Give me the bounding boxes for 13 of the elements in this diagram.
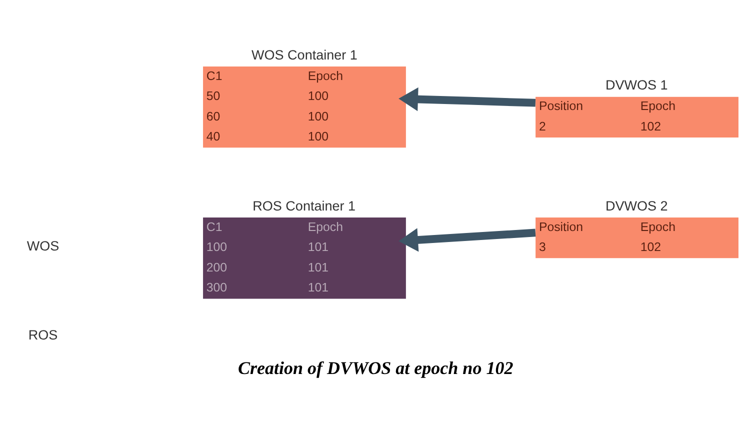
node-box: Position Epoch 3 102 [536,217,738,258]
node-label: DVWOS 1 [605,77,668,92]
arrow [398,228,536,252]
node-label: WOS Container 1 [252,46,358,62]
label: ROS [28,326,58,342]
node-box: C1 Epoch 100 101 200 101 300 101 [203,217,406,298]
node-label: ROS Container 1 [252,198,356,213]
node-box: C1 Epoch 50 100 60 100 40 100 [203,66,406,148]
node-label: DVWOS 2 [605,198,668,213]
label: WOS [26,238,60,253]
node-box: Position Epoch 2 102 [536,96,738,137]
caption: Creation of DVWOS at epoch no 102 [238,357,514,378]
arrow [398,86,536,111]
